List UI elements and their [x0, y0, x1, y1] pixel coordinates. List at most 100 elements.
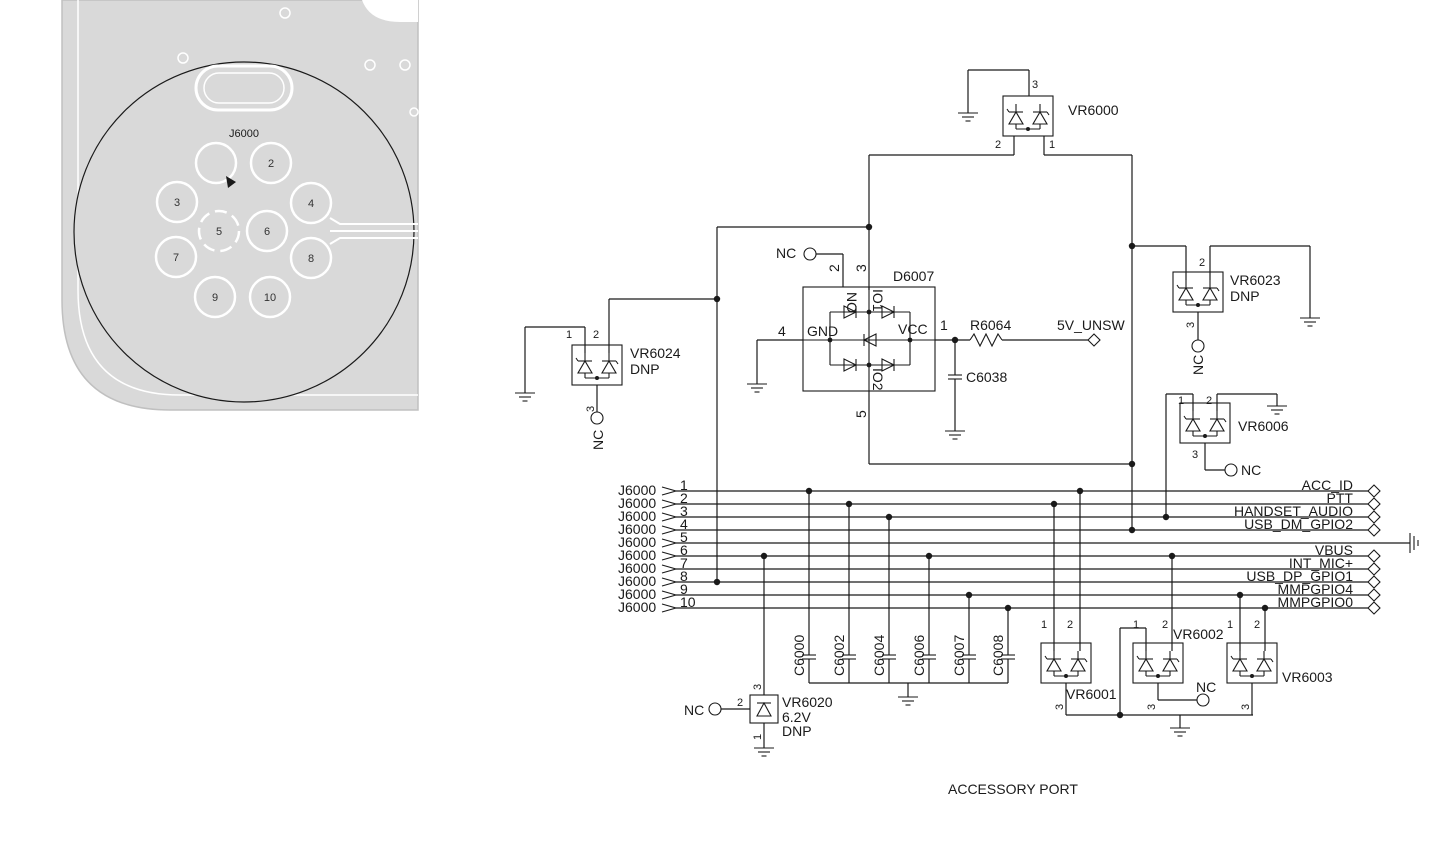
bank-capacitor: C6000: [791, 487, 816, 683]
net-label: INT_MIC+: [1289, 555, 1353, 571]
ref-label: C6002: [831, 635, 847, 676]
nc-label: NC: [1190, 355, 1206, 375]
pin-number: 2: [995, 139, 1001, 151]
pin-number: 6: [680, 542, 688, 558]
pin-number: 5: [680, 529, 688, 545]
pcb-footprint: J6000 2 3 4 5 6 7 8 9 10: [61, 0, 419, 411]
ref-label: VR6006: [1238, 418, 1289, 434]
capacitor-bank: C6000 C6002 C6004 C6006 C6007 C6008: [791, 487, 1015, 706]
tvs-vr6003: VR6003 1 2 3: [1226, 595, 1333, 715]
pin-number: 1: [940, 317, 948, 333]
ref-label: C6000: [791, 635, 807, 676]
net-label: PTT: [1327, 490, 1354, 506]
pad-label: 7: [173, 252, 179, 264]
tvs-vr6002: VR6002 NC 1 2 3: [1119, 556, 1253, 737]
connector-ref: J6000: [618, 482, 656, 498]
pad-label: 6: [264, 226, 270, 238]
pin-number: 2: [1254, 619, 1260, 631]
diode-array-d6007: D6007 GND VCC NO IO1 IO2 NC 2 3 4 1 5: [746, 245, 1132, 465]
bus-line: J6000 8 USB_DP_GPIO1: [618, 568, 1381, 589]
ref-label: C6006: [911, 635, 927, 676]
pin-number: 2: [680, 490, 688, 506]
pin-number: 3: [585, 406, 597, 412]
net-label: MMPGPIO4: [1278, 581, 1354, 597]
pad-label: 3: [174, 197, 180, 209]
ref-label: R6064: [970, 317, 1011, 333]
ref-label: C6004: [871, 635, 887, 676]
pin-label: VCC: [898, 321, 928, 337]
dnp-label: DNP: [1230, 288, 1260, 304]
pad-label: 9: [212, 292, 218, 304]
tvs-vr6023: VR6023 DNP 2 3 NC: [1132, 245, 1321, 375]
pin-number: 3: [752, 684, 764, 690]
pin-number: 1: [1227, 619, 1233, 631]
pin-number: 3: [1185, 322, 1197, 328]
nc-label: NC: [1241, 462, 1261, 478]
pin-number: 5: [853, 410, 869, 418]
ref-label: VR6020: [782, 694, 833, 710]
nc-label: NC: [1196, 679, 1216, 695]
supply-label: 5V_UNSW: [1057, 317, 1125, 333]
pad-label: 5: [216, 226, 222, 238]
pin-number: 1: [1178, 395, 1184, 407]
ref-label: VR6024: [630, 345, 681, 361]
connector-ref: J6000: [618, 560, 656, 576]
ref-label: C6007: [951, 635, 967, 676]
net-label: USB_DP_GPIO1: [1246, 568, 1353, 584]
footprint-label: J6000: [229, 128, 259, 140]
tvs-vr6020: NC VR6020 6.2V DNP 2 3 1: [684, 556, 833, 757]
connector-ref: J6000: [618, 573, 656, 589]
pin-number: 3: [1240, 704, 1252, 710]
pin-label: NO: [844, 292, 860, 313]
connector-ref: J6000: [618, 547, 656, 563]
nc-label: NC: [776, 245, 796, 261]
capacitor-c6038: C6038: [944, 340, 1007, 440]
ref-label: C6008: [990, 635, 1006, 676]
pin-number: 1: [1133, 619, 1139, 631]
resistor-r6064: R6064 5V_UNSW: [969, 317, 1125, 348]
pin-number: 3: [1032, 79, 1038, 91]
pin-number: 10: [680, 594, 696, 610]
pin-number: 3: [853, 264, 869, 272]
pin-number: 1: [1041, 619, 1047, 631]
pad-label: 2: [268, 158, 274, 170]
pin-number: 2: [1199, 257, 1205, 269]
pin-number: 3: [1054, 704, 1066, 710]
connector-ref: J6000: [618, 495, 656, 511]
pin-number: 9: [680, 581, 688, 597]
ref-label: VR6023: [1230, 272, 1281, 288]
pin-number: 1: [680, 477, 688, 493]
tvs-vr6024: VR6024 DNP 1 2 3 NC: [514, 298, 717, 450]
bus-line: J6000 2 PTT: [618, 490, 1381, 511]
net-label: ACC_ID: [1302, 477, 1353, 493]
pad-label: 4: [308, 198, 314, 210]
bank-capacitor: C6006: [911, 552, 936, 683]
connector-bus: J6000 1 ACC_ID J6000 2 PTT J6000 3 HANDSET_AUDIO…: [618, 477, 1381, 615]
ref-label: VR6003: [1282, 669, 1333, 685]
connector-ref: J6000: [618, 521, 656, 537]
ref-label: D6007: [893, 268, 934, 284]
pin-number: 4: [778, 323, 786, 339]
pin-number: 2: [1067, 619, 1073, 631]
pin-number: 1: [566, 329, 572, 341]
pin-number: 3: [1192, 449, 1198, 461]
pin-number: 2: [737, 697, 743, 709]
ref-label: VR6001: [1066, 686, 1117, 702]
bank-capacitor: C6002: [831, 500, 856, 683]
pin-label: IO2: [870, 368, 886, 391]
pad-label: 10: [264, 292, 276, 304]
net-label: HANDSET_AUDIO: [1234, 503, 1353, 519]
pin-number: 3: [680, 503, 688, 519]
dnp-label: DNP: [782, 723, 812, 739]
pin-label: IO1: [870, 289, 886, 312]
pin-number: 8: [680, 568, 688, 584]
net-label: MMPGPIO0: [1278, 594, 1354, 610]
